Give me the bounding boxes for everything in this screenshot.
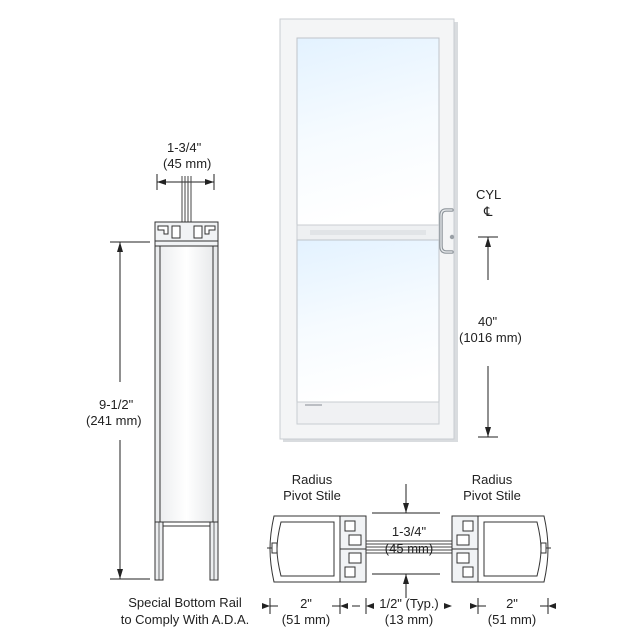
center-typ-metric: (13 mm) xyxy=(385,612,433,627)
left-stile-label-line1: Radius xyxy=(292,472,333,487)
left-stile-label-line2: Pivot Stile xyxy=(283,488,341,503)
right-pivot-stile-section xyxy=(451,515,551,583)
gap-dimension xyxy=(372,484,440,598)
right-depth-imperial: 2" xyxy=(506,596,518,611)
rail-width-metric: (45 mm) xyxy=(163,156,211,171)
handle-height-metric: (1016 mm) xyxy=(459,330,522,345)
rail-caption-line2: to Comply With A.D.A. xyxy=(121,612,250,627)
right-stile-label-line1: Radius xyxy=(472,472,513,487)
door-elevation xyxy=(279,18,458,442)
center-typ-imperial: 1/2" (Typ.) xyxy=(379,596,439,611)
left-depth-metric: (51 mm) xyxy=(282,612,330,627)
lower-glass-panel xyxy=(296,239,440,403)
right-stile-label-line2: Pivot Stile xyxy=(463,488,521,503)
upper-glass-panel xyxy=(296,37,440,226)
bottom-rail xyxy=(296,401,440,425)
bottom-rail-section xyxy=(154,176,219,581)
gap-width-imperial: 1-3/4" xyxy=(392,524,427,539)
rail-height-dimension xyxy=(110,241,150,580)
door-handle-icon xyxy=(439,208,455,254)
rail-caption-line1: Special Bottom Rail xyxy=(128,595,242,610)
left-pivot-stile-section xyxy=(267,515,367,583)
bottom-dimensions xyxy=(262,598,556,614)
gap-width-metric: (45 mm) xyxy=(385,541,433,556)
rail-width-imperial: 1-3/4" xyxy=(167,140,202,155)
cyl-label: CYL xyxy=(476,187,501,202)
handle-height-imperial: 40" xyxy=(478,314,497,329)
handle-height-dimension xyxy=(478,236,498,438)
glass-lines xyxy=(366,540,452,554)
rail-height-metric: (241 mm) xyxy=(86,413,142,428)
rail-height-imperial: 9-1/2" xyxy=(99,397,134,412)
right-depth-metric: (51 mm) xyxy=(488,612,536,627)
centerline-symbol: ℄ xyxy=(483,204,493,219)
left-depth-imperial: 2" xyxy=(300,596,312,611)
rail-body xyxy=(154,245,219,523)
